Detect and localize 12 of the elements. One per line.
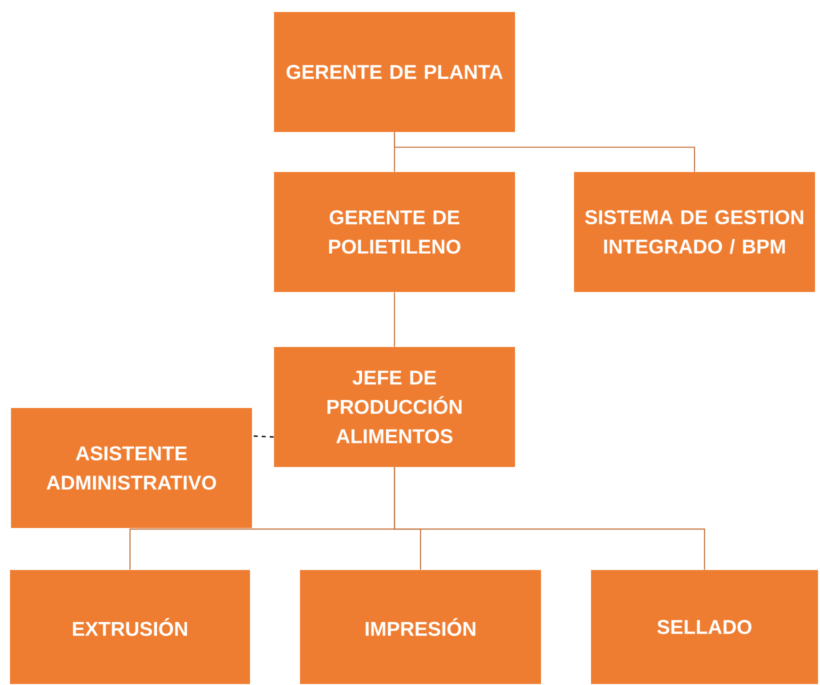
connector-line (394, 132, 696, 172)
connector-line (252, 435, 274, 438)
org-box: EXTRUSIÓN (10, 570, 250, 684)
connector-line (394, 292, 396, 347)
org-box: JEFE DE PRODUCCIÓN ALIMENTOS (274, 347, 515, 467)
org-box: IMPRESIÓN (300, 570, 541, 684)
org-box: ASISTENTE ADMINISTRATIVO (11, 408, 252, 528)
org-box: SELLADO (591, 570, 818, 684)
connector-line (394, 467, 706, 570)
org-box: GERENTE DE POLIETILENO (274, 172, 515, 292)
org-box: GERENTE DE PLANTA (274, 12, 515, 132)
org-box: SISTEMA DE GESTION INTEGRADO / BPM (574, 172, 815, 292)
